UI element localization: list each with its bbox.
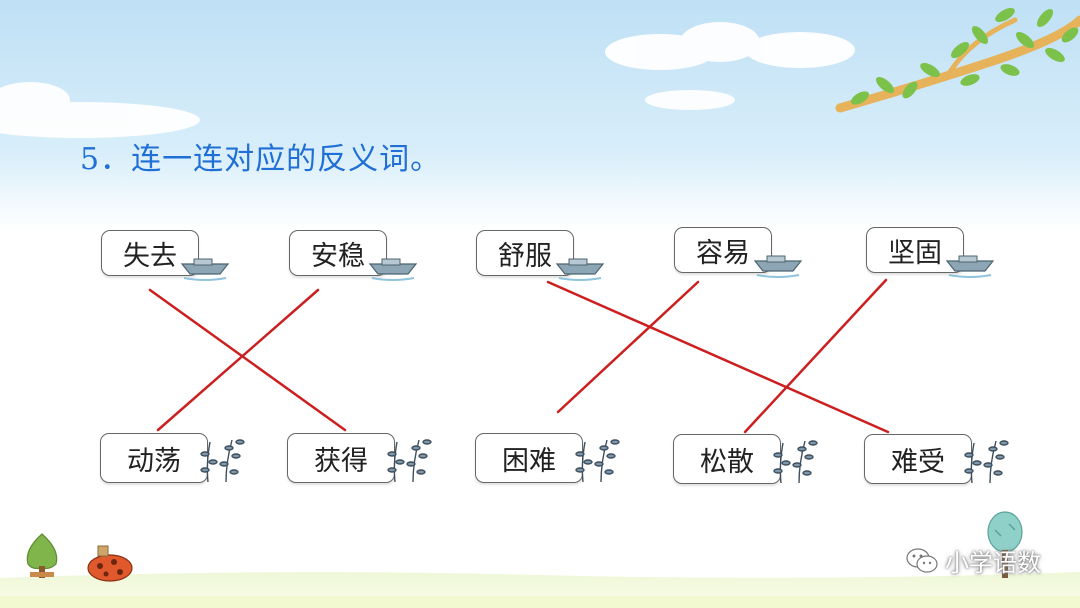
small-tree-icon: [26, 533, 58, 578]
line-rongyi-kunnan: [556, 280, 700, 414]
line-shiqu-huode: [148, 288, 347, 432]
boat-icon: [753, 255, 803, 278]
clouds: [0, 22, 855, 138]
boat-icon: [555, 258, 605, 281]
ladybug-icon: [87, 545, 133, 582]
word-label: 难受: [891, 446, 945, 478]
word-label: 容易: [696, 237, 750, 269]
word-card-shiqu[interactable]: 失去: [101, 230, 199, 276]
word-card-kunnan[interactable]: 困难: [475, 433, 583, 483]
word-card-nanshou[interactable]: 难受: [864, 434, 972, 484]
page-title: 5．连一连对应的反义词。: [80, 142, 442, 177]
grass-icon: [200, 439, 245, 483]
word-label: 松散: [700, 446, 754, 478]
boat-icon: [180, 258, 230, 281]
word-label: 安稳: [311, 240, 365, 272]
round-tree-icon: [987, 511, 1023, 578]
word-card-dongdang[interactable]: 动荡: [100, 433, 208, 483]
boat-icon: [368, 258, 418, 281]
word-label: 困难: [502, 445, 556, 477]
line-shufu-nanshou: [546, 280, 890, 434]
watermark-text: 小学语数: [945, 549, 1041, 577]
word-card-rongyi[interactable]: 容易: [674, 227, 772, 273]
word-card-huode[interactable]: 获得: [287, 433, 395, 483]
tree-branch-icon: [835, 8, 1080, 113]
word-label: 动荡: [127, 445, 181, 477]
wechat-icon: [906, 547, 938, 573]
line-jiangu-songsan: [743, 278, 888, 434]
grass-icon: [964, 440, 1009, 484]
watermark: 小学语数: [905, 543, 1041, 578]
word-card-songsan[interactable]: 松散: [673, 434, 781, 484]
word-card-jiangu[interactable]: 坚固: [866, 227, 964, 273]
grass-icon: [387, 439, 432, 483]
word-card-shufu[interactable]: 舒服: [476, 230, 574, 276]
word-card-anwen[interactable]: 安稳: [289, 230, 387, 276]
word-label: 舒服: [498, 240, 552, 272]
line-anwen-dongdang: [156, 288, 320, 432]
word-label: 坚固: [888, 237, 942, 269]
word-label: 获得: [314, 445, 368, 477]
word-label: 失去: [123, 240, 177, 272]
boat-icon: [945, 255, 995, 278]
grass-icon: [773, 440, 818, 484]
grass-icon: [575, 439, 620, 483]
